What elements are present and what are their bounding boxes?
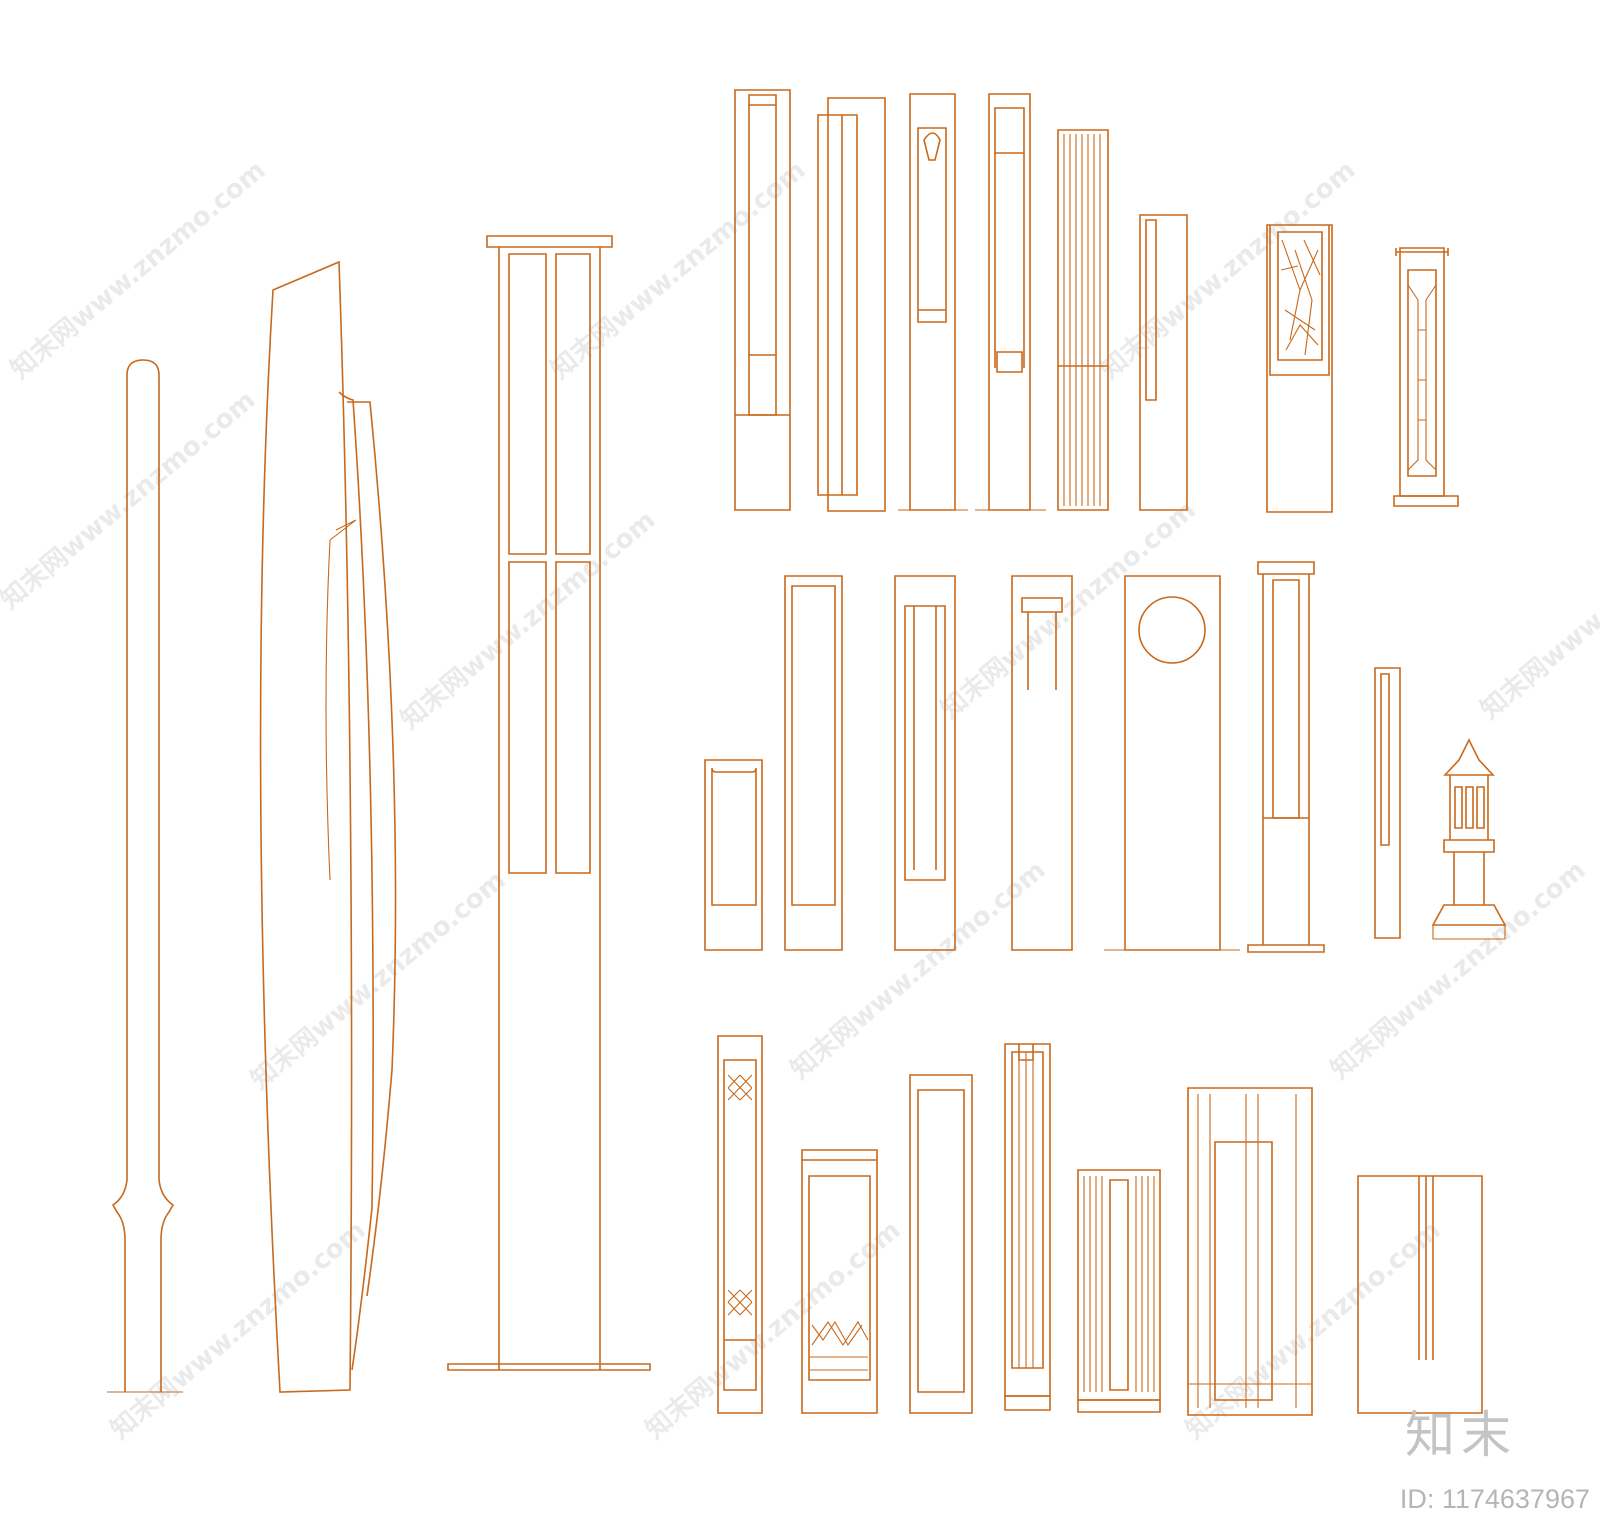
lamp-r1-06 — [1139, 214, 1188, 511]
lamp-r3-01 — [717, 1035, 763, 1414]
watermark-text: 知末网www.znzmo.com — [245, 865, 511, 1095]
watermark-text: 知末网www.znzmo.com — [105, 1215, 371, 1445]
lamp-r1-04 — [975, 93, 1046, 511]
lamp-r2-03 — [894, 575, 956, 951]
lamp-r1-07 — [1266, 224, 1333, 513]
lamp-r1-08 — [1393, 247, 1459, 507]
lamp-r1-05 — [1057, 129, 1109, 511]
lamp-r1-01 — [734, 89, 791, 511]
lamp-r3-07 — [1357, 1175, 1483, 1414]
watermark-text: 知末网www.znzmo.com — [545, 155, 811, 385]
lamp-double-column — [447, 235, 651, 1371]
watermark-text: 知末网www.znzmo.com — [1475, 495, 1600, 725]
watermark-layer: 知末网www.znzmo.com 知末网www.znzmo.com 知末网www… — [0, 155, 1600, 1445]
lamp-r2-05 — [1104, 575, 1240, 951]
lamp-r3-02 — [801, 1149, 878, 1414]
lamp-r2-02 — [784, 575, 843, 951]
lamp-r3-06 — [1187, 1087, 1313, 1416]
watermark-text: 知末网www.znzmo.com — [5, 155, 271, 385]
brand-logo: 知末 — [1405, 1406, 1517, 1464]
lamp-r3-03 — [909, 1074, 973, 1414]
watermark-text: 知末网www.znzmo.com — [0, 385, 261, 615]
lamp-r1-02 — [817, 97, 886, 512]
lamp-r2-06 — [1247, 561, 1325, 953]
lamp-r2-07 — [1374, 667, 1401, 939]
image-id-label: ID: 1174637967 — [1399, 1484, 1590, 1514]
lamp-r3-04 — [1004, 1043, 1051, 1411]
lamp-r2-08-pagoda — [1431, 738, 1507, 940]
lamp-street-pole — [107, 359, 183, 1393]
watermark-text: 知末网www.znzmo.com — [1325, 855, 1591, 1085]
lamp-r3-05 — [1077, 1169, 1161, 1413]
watermark-text: 知末网www.znzmo.com — [395, 505, 661, 735]
lamp-r1-03 — [898, 93, 968, 511]
watermark-text: 知末网www.znzmo.com — [935, 495, 1201, 725]
lamp-r2-04 — [1011, 575, 1073, 951]
watermark-text: 知末网www.znzmo.com — [640, 1215, 906, 1445]
lamp-leaf-sculpture — [259, 260, 397, 1393]
lamp-r2-01 — [704, 759, 763, 951]
